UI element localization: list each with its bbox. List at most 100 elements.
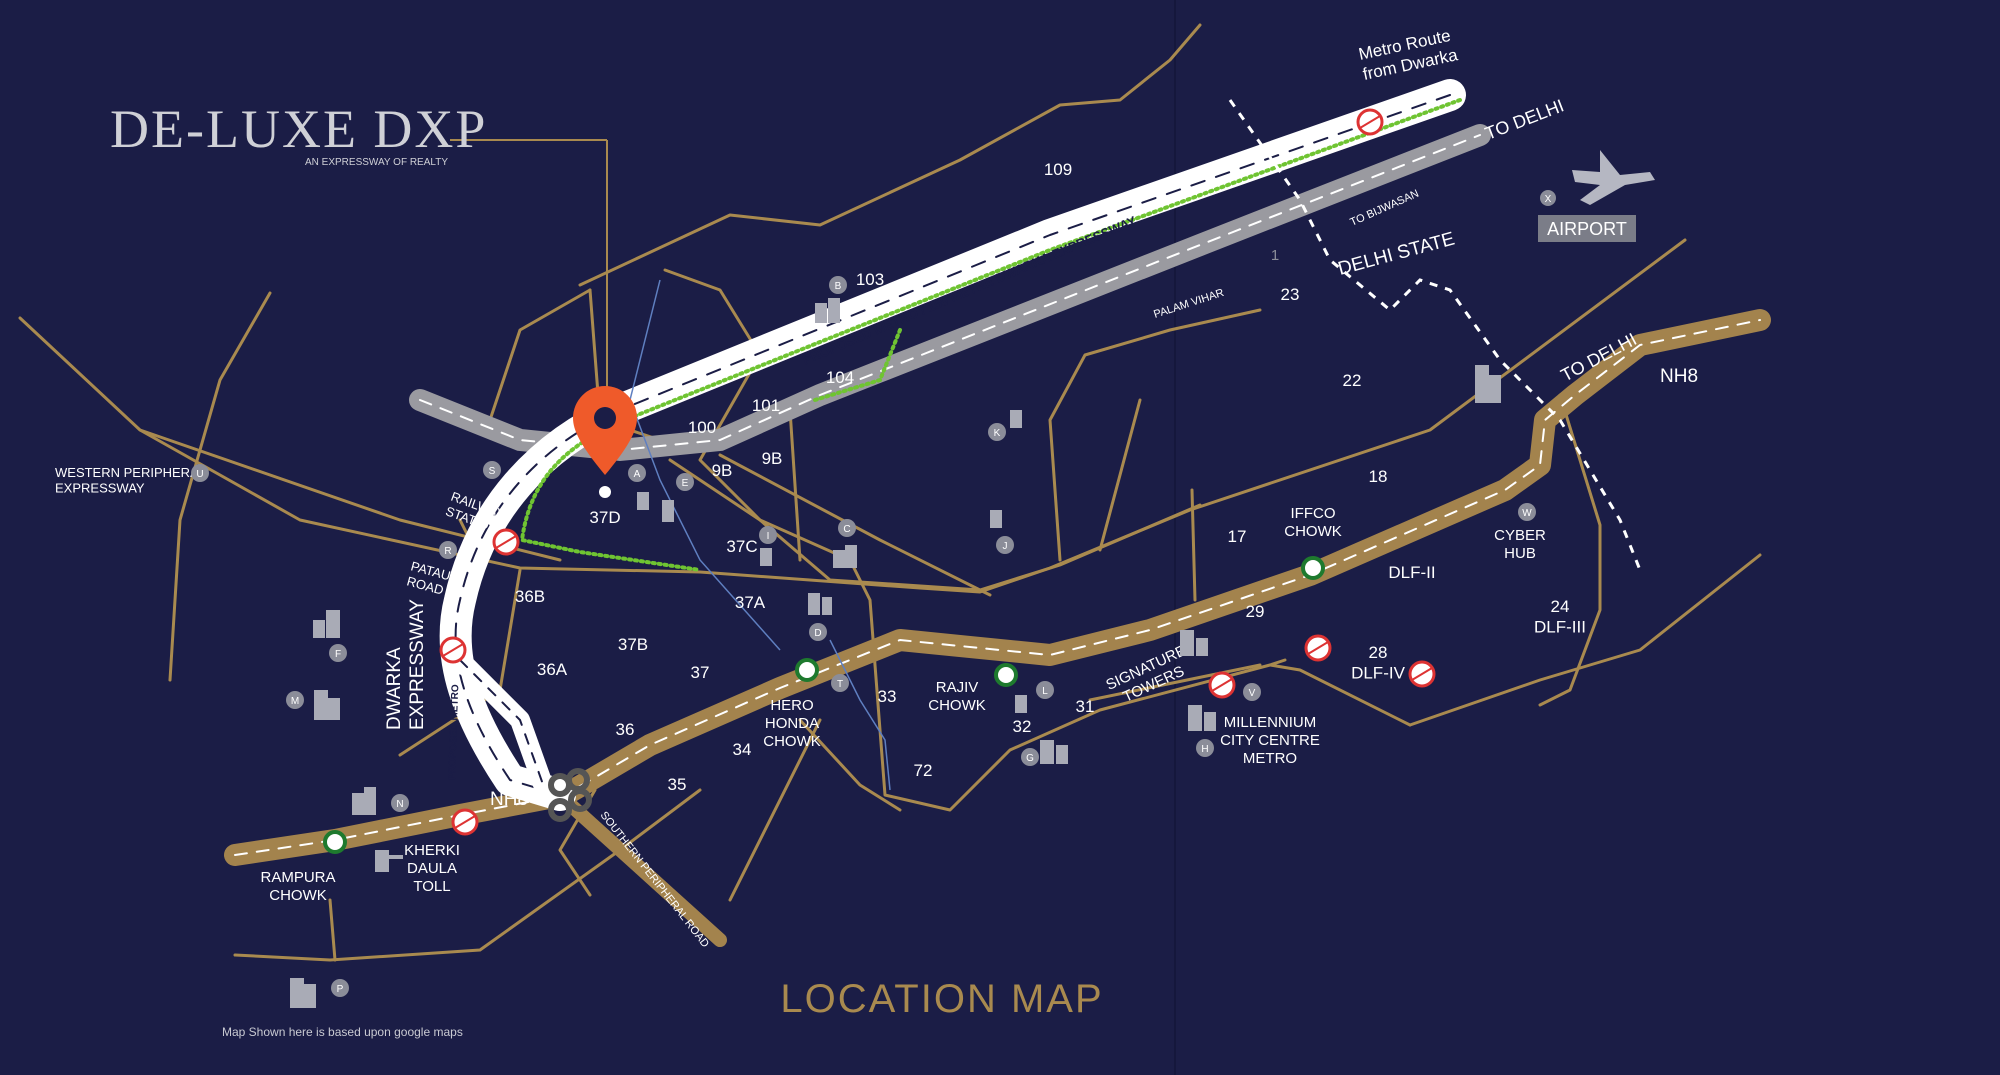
brand-name: DE-LUXE DXP: [110, 99, 487, 159]
dwarka-expressway: [439, 79, 1466, 811]
landmark-badge: E: [676, 473, 694, 491]
landmark-badge: I: [759, 526, 777, 544]
building-icon: [326, 610, 340, 638]
sector-label: 32: [1013, 717, 1032, 736]
building-icon: [314, 690, 328, 720]
landmark-badge: B: [829, 276, 847, 294]
disclaimer: Map Shown here is based upon google maps: [222, 1025, 463, 1039]
svg-text:H: H: [1201, 744, 1208, 755]
sector-label: 1: [1271, 247, 1279, 264]
location-pin-icon: [573, 386, 637, 475]
building-icon: [352, 793, 364, 815]
sector-label: 36A: [537, 660, 568, 679]
svg-text:M: M: [291, 696, 299, 707]
building-icon: [1015, 695, 1027, 713]
building-icon: [364, 787, 376, 815]
svg-text:W: W: [1522, 508, 1532, 519]
building-icon: [822, 597, 832, 615]
chowk-icon: [994, 663, 1018, 687]
sector-label: 29: [1246, 602, 1265, 621]
building-icon: [1204, 712, 1216, 731]
nh8-right-label: NH8: [1660, 366, 1698, 387]
airport: X AIRPORT: [1538, 150, 1655, 242]
sector-label: 103: [856, 270, 884, 289]
landmark-badge: S: [483, 461, 501, 479]
building-icon: [1010, 410, 1022, 428]
sector-labels: 109 103 104 101 100 9B 9B 37D 37C 37A 36…: [515, 160, 1586, 794]
landmark-badge: K: [988, 423, 1006, 441]
metro-station-icon: [1408, 660, 1436, 688]
map-title: LOCATION MAP: [780, 977, 1103, 1021]
airplane-icon: [1572, 150, 1655, 205]
palam-vihar-label: PALAM VIHAR: [1152, 287, 1225, 321]
building-icon: [760, 548, 772, 566]
building-icon: [662, 500, 674, 522]
svg-text:R: R: [444, 546, 451, 557]
building-icon: [1196, 638, 1208, 656]
sector-label: 34: [733, 740, 752, 759]
landmark-badge: R: [439, 541, 457, 559]
building-icon: [290, 978, 304, 1008]
project-location-marker[interactable]: [450, 139, 637, 498]
svg-text:D: D: [814, 628, 821, 639]
building-icon: [1180, 630, 1194, 656]
sector-label: 37B: [618, 635, 648, 654]
sector-label: 37A: [735, 593, 766, 612]
landmark-badge: V: [1243, 683, 1261, 701]
sector-label: 101: [752, 396, 780, 415]
building-icon: [815, 303, 827, 323]
svg-text:V: V: [1249, 688, 1256, 699]
landmark-badge: D: [809, 623, 827, 641]
svg-text:L: L: [1042, 686, 1048, 697]
metro-station-icon: [1304, 634, 1332, 662]
local-roads: [18, 23, 1762, 962]
building-icon: [990, 510, 1002, 528]
landmark-badge: G: [1021, 748, 1039, 766]
sector-label: 31: [1076, 697, 1095, 716]
landmark-badge: P: [331, 979, 349, 997]
svg-text:E: E: [682, 478, 689, 489]
nh8-left-label: NH8: [490, 789, 528, 810]
airport-label-box: [1538, 215, 1636, 242]
sector-label: 22: [1343, 371, 1362, 390]
nh8-highway: [224, 309, 1771, 947]
to-delhi-top-label: TO DELHI: [1482, 95, 1566, 143]
svg-text:N: N: [396, 799, 403, 810]
landmark-badge: U: [191, 464, 209, 482]
landmark-badge: C: [838, 519, 856, 537]
sector-label: 37D: [589, 508, 620, 527]
delhi-border: [1228, 99, 1642, 571]
landmark-badge: [1540, 190, 1556, 206]
sector-label: DLF-II: [1388, 563, 1435, 582]
svg-text:T: T: [837, 679, 843, 690]
building-icon: [1475, 365, 1489, 403]
svg-text:J: J: [1003, 541, 1008, 552]
metro-station-icon: [451, 808, 479, 836]
building-icon: [637, 492, 649, 510]
sector-label: 37: [691, 663, 710, 682]
landmark-badge: A: [628, 464, 646, 482]
sector-label: 33: [878, 687, 897, 706]
chowk-icon: [795, 658, 819, 682]
sector-label: 35: [668, 775, 687, 794]
svg-text:B: B: [835, 281, 842, 292]
svg-text:F: F: [335, 649, 341, 660]
landmark-badge: J: [996, 536, 1014, 554]
proposed-metro-label: PROPOSED METRO: [447, 684, 461, 780]
building-icon: [1188, 705, 1202, 731]
chowk-icon: [1301, 556, 1325, 580]
sector-label: 36: [616, 720, 635, 739]
sector-label: 37C: [726, 537, 757, 556]
svg-text:C: C: [843, 524, 850, 535]
building-icons: [290, 298, 1501, 1008]
